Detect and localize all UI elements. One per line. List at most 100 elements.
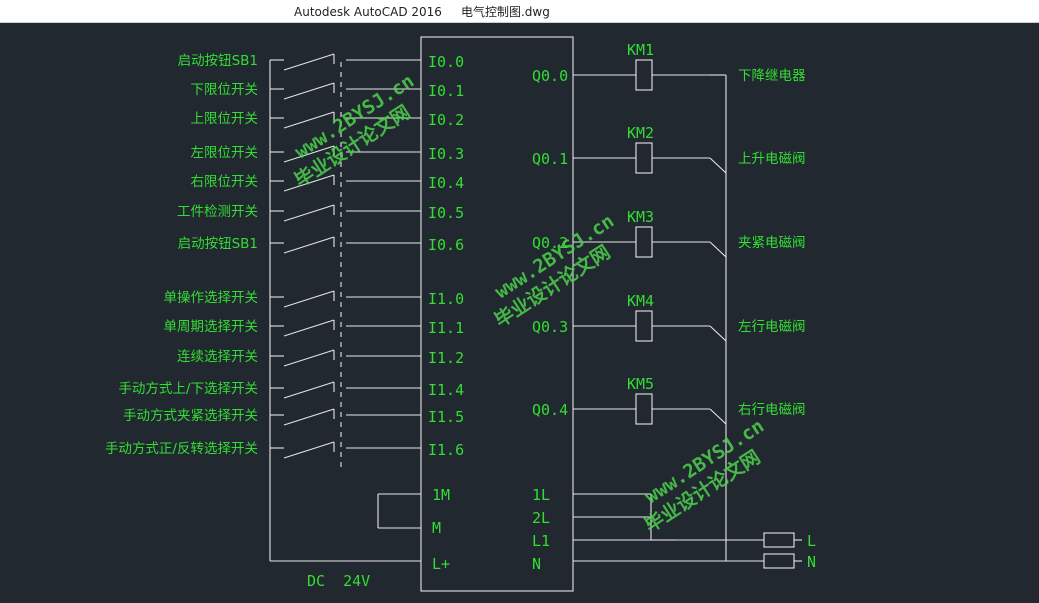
output-row: Q0.2 KM3 夹紧电磁阀 [532, 208, 806, 258]
input-terminal: I0.6 [428, 236, 464, 254]
terminal-m: M [432, 519, 441, 537]
title-bar: Autodesk AutoCAD 2016 电气控制图.dwg [0, 0, 1039, 23]
input-label: 手动方式上/下选择开关 [118, 381, 258, 397]
output-wiring: Q0.0KM1下降继电器Q0.1KM2上升电磁阀Q0.2KM3夹紧电磁阀Q0.3… [532, 41, 806, 425]
input-row: 连续选择开关 I1.2 [177, 349, 464, 367]
input-terminal: I1.2 [428, 349, 464, 367]
output-wire [709, 241, 727, 258]
input-label: 上限位开关 [191, 111, 259, 127]
input-terminal: I0.3 [428, 145, 464, 163]
coil-label: KM1 [627, 41, 654, 59]
input-terminal: I0.1 [428, 82, 464, 100]
switch-contact [283, 441, 335, 459]
output-row: Q0.1 KM2 上升电磁阀 [532, 124, 806, 174]
input-row: 启动按钮SB1 I0.6 [178, 236, 465, 254]
input-row: 手动方式正/反转选择开关 I1.6 [105, 441, 464, 459]
input-row: 手动方式夹紧选择开关 I1.5 [123, 408, 464, 426]
input-row: 手动方式上/下选择开关 I1.4 [118, 381, 464, 399]
output-label: 下降继电器 [738, 68, 806, 84]
coil [635, 59, 653, 91]
terminal-l1: L1 [532, 532, 550, 550]
switch-contact [283, 381, 335, 399]
output-wire [709, 157, 727, 174]
terminal-1m: 1M [432, 486, 450, 504]
coil-label: KM3 [627, 208, 654, 226]
input-row: 右限位开关 I0.4 [191, 174, 465, 192]
switch-contact [283, 53, 335, 71]
switch-contact [283, 319, 335, 337]
switch-contact [283, 111, 335, 129]
window-title: Autodesk AutoCAD 2016 电气控制图.dwg [294, 5, 550, 19]
switch-contact [283, 174, 335, 192]
supply-label: DC 24V [307, 572, 370, 590]
terminal-n: N [532, 555, 541, 573]
input-terminal: I1.5 [428, 408, 464, 426]
input-label: 左限位开关 [191, 145, 259, 161]
output-terminal: Q0.0 [532, 67, 568, 85]
input-terminal: I0.4 [428, 174, 464, 192]
label-n: N [807, 553, 816, 571]
input-terminal: I1.4 [428, 381, 464, 399]
fuse [763, 532, 795, 548]
output-label: 左行电磁阀 [738, 319, 806, 335]
input-row: 下限位开关 I0.1 [191, 82, 465, 100]
switch-contact [283, 145, 335, 163]
coil-label: KM4 [627, 292, 654, 310]
coil-label: KM5 [627, 375, 654, 393]
input-terminal: I0.5 [428, 204, 464, 222]
input-terminal: I0.2 [428, 111, 464, 129]
coil [635, 393, 653, 425]
output-terminal: Q0.1 [532, 150, 568, 168]
output-wire [709, 408, 727, 425]
input-terminal: I1.6 [428, 441, 464, 459]
output-label: 夹紧电磁阀 [738, 235, 806, 251]
switch-contact [283, 408, 335, 426]
input-label: 单周期选择开关 [164, 319, 259, 335]
terminal-lplus: L+ [432, 555, 450, 573]
switch-contact [283, 82, 335, 100]
input-label: 右限位开关 [191, 174, 259, 190]
input-label: 启动按钮SB1 [178, 236, 258, 252]
output-label: 右行电磁阀 [738, 402, 806, 418]
coil [635, 142, 653, 174]
input-label: 单操作选择开关 [164, 290, 259, 306]
input-row: 单周期选择开关 I1.1 [164, 319, 465, 337]
output-terminal: Q0.4 [532, 401, 568, 419]
plc-box [420, 36, 574, 592]
label-l: L [807, 532, 816, 550]
output-label: 上升电磁阀 [738, 151, 806, 167]
input-terminal: I1.1 [428, 319, 464, 337]
input-label: 手动方式正/反转选择开关 [105, 441, 258, 457]
input-label: 启动按钮SB1 [178, 53, 258, 69]
input-row: 上限位开关 I0.2 [191, 111, 465, 129]
switch-contact [283, 349, 335, 367]
output-row: Q0.4 KM5 右行电磁阀 [532, 375, 806, 425]
input-label: 下限位开关 [191, 82, 259, 98]
switch-contact [283, 236, 335, 254]
watermark-group: www.2BYSJ.cn毕业设计论文网www.2BYSJ.cn毕业设计论文网ww… [290, 70, 768, 537]
input-label: 工件检测开关 [177, 204, 258, 220]
output-wire [709, 325, 727, 342]
input-label: 连续选择开关 [177, 349, 258, 365]
fuse [763, 553, 795, 569]
switch-contact [283, 204, 335, 222]
switch-contact [283, 290, 335, 308]
frame-lines [269, 36, 727, 592]
coil-label: KM2 [627, 124, 654, 142]
input-label: 手动方式夹紧选择开关 [123, 408, 258, 424]
terminal-2l: 2L [532, 509, 550, 527]
coil [635, 310, 653, 342]
input-row: 工件检测开关 I0.5 [177, 204, 464, 222]
output-terminal: Q0.2 [532, 234, 568, 252]
output-row: Q0.0 KM1 下降继电器 [532, 41, 806, 91]
